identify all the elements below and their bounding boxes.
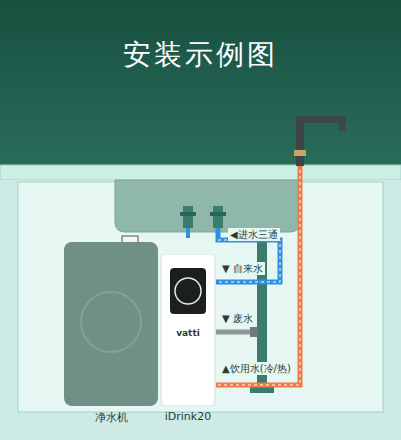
cabinet [0, 180, 401, 440]
device-shape [62, 242, 160, 406]
tap-water-pipe [216, 228, 280, 282]
faucet-spout [296, 116, 346, 123]
flow-dash [216, 170, 300, 385]
angle-valve [183, 206, 193, 228]
purifier-body [64, 242, 158, 406]
valve-handle [180, 212, 196, 216]
valve-handle [210, 212, 226, 216]
angle-valve [213, 206, 223, 228]
flow-dash [216, 240, 280, 282]
device-caption: 净水机 [62, 410, 160, 425]
faucet-ring [294, 150, 306, 156]
pipe-label: ◀进水三通 [228, 228, 280, 241]
title: 安装示例图 [0, 36, 401, 74]
waste-clamp [250, 327, 258, 337]
tap-water-stub [186, 228, 190, 238]
drinking-water-pipe [216, 166, 300, 385]
pipe-label: ▼ 自来水 [220, 262, 265, 275]
pipe-label: ▼ 废水 [220, 312, 255, 325]
dispenser-body [161, 254, 215, 406]
dispenser-unit: vatti iDrink20 [160, 254, 216, 425]
countertop [0, 165, 401, 180]
purifier-emblem [81, 292, 141, 352]
device-caption: iDrink20 [160, 410, 216, 423]
display-panel [170, 268, 206, 314]
purifier-unit: 净水机 [62, 242, 160, 427]
sink-basin [115, 180, 300, 232]
faucet [296, 118, 304, 166]
pipe-label: ▲饮用水(冷/热) [220, 362, 293, 375]
display-ring [175, 278, 201, 304]
faucet-nozzle [339, 123, 345, 131]
header-band [0, 0, 401, 170]
brand-logo: vatti [160, 328, 216, 338]
